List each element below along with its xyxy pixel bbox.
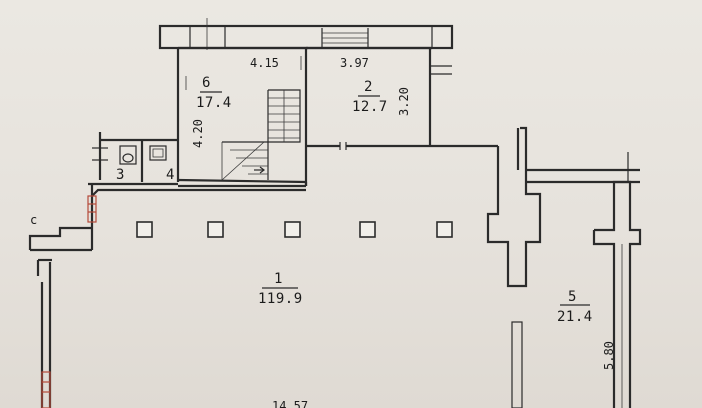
column [436, 221, 453, 238]
column [284, 221, 301, 238]
left-letter-mark: c [30, 213, 38, 227]
upper-stair-block [158, 18, 454, 50]
room-6-number: 6 [202, 75, 211, 91]
column [136, 221, 153, 238]
room-5-area: 21.4 [557, 309, 593, 325]
room-5-walls [526, 152, 642, 408]
room-2-walls [306, 46, 498, 150]
dimension-room-2-width: 3.97 [340, 56, 369, 70]
label-underlines [200, 91, 590, 306]
dimension-bottom-partial: 14.57 [272, 399, 309, 408]
dimension-room-5-depth: 5.80 [602, 341, 616, 370]
rooms-3-4-walls [88, 132, 178, 186]
room-1-number: 1 [274, 271, 283, 287]
columns [136, 221, 453, 238]
room-6-walls [176, 46, 308, 186]
room-2-area: 12.7 [352, 99, 388, 115]
room-1-area: 119.9 [258, 291, 303, 307]
room-3-number: 3 [116, 167, 125, 183]
room-6-area: 17.4 [196, 95, 232, 111]
room-1-walls [28, 126, 542, 408]
dimension-room-6-depth: 4.20 [191, 119, 205, 148]
room-5-number: 5 [568, 289, 577, 305]
column [207, 221, 224, 238]
dimension-room-2-depth: 3.20 [397, 87, 411, 116]
room-2-number: 2 [364, 79, 373, 95]
column [359, 221, 376, 238]
room-4-number: 4 [166, 167, 175, 183]
dimension-room-6-width: 4.15 [250, 56, 279, 70]
